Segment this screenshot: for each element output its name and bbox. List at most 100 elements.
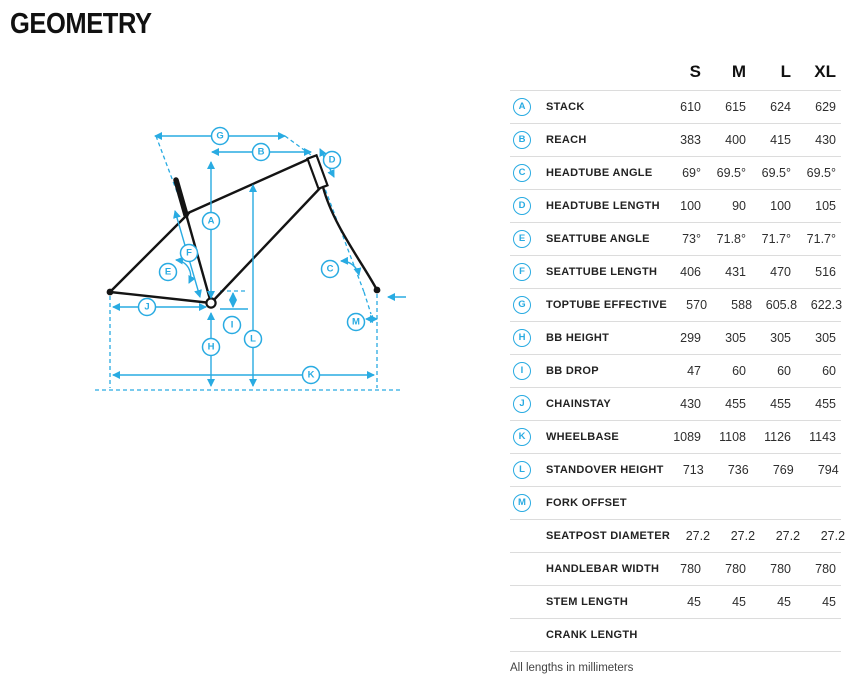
row-badge-cell: K: [510, 428, 546, 446]
row-value-s: 383: [680, 133, 701, 147]
row-value-xl: 71.7°: [806, 232, 836, 246]
row-value-l: 624: [770, 100, 791, 114]
table-row: SEATPOST DIAMETER 27.2 27.2 27.2 27.2: [510, 519, 845, 552]
row-badge-cell: C: [510, 164, 546, 182]
row-value-m: 1108: [719, 430, 746, 444]
row-value-l: 415: [770, 133, 791, 147]
diagram-label-d-text: D: [329, 155, 336, 166]
table-header-row: S M L XL: [510, 54, 841, 90]
row-value-s: 47: [687, 364, 701, 378]
chainstay-tube: [108, 290, 213, 305]
row-letter: M: [518, 497, 526, 509]
row-value-l: 305: [770, 331, 791, 345]
row-value-m: 45: [732, 595, 746, 609]
row-label: BB HEIGHT: [546, 332, 610, 344]
row-label: SEATTUBE LENGTH: [546, 266, 658, 278]
diagram-label-e: E: [158, 262, 178, 282]
row-value-xl: 69.5°: [806, 166, 836, 180]
fork-blade: [321, 185, 379, 292]
diagram-label-j: J: [137, 297, 157, 317]
row-value-s: 1089: [673, 430, 701, 444]
row-letter: F: [519, 266, 525, 278]
row-label: STANDOVER HEIGHT: [546, 464, 664, 476]
row-value-l: 455: [770, 397, 791, 411]
row-value-s: 406: [680, 265, 701, 279]
diagram-label-i-text: I: [231, 320, 234, 331]
headtube-angle-arc: [340, 256, 362, 276]
table-row: H BB HEIGHT 299 305 305 305: [510, 321, 841, 354]
diagram-label-e-text: E: [165, 267, 171, 278]
diagram-label-a-text: A: [208, 216, 215, 227]
toptube-guide: [284, 135, 312, 156]
seatstay-tube: [108, 211, 191, 294]
row-badge-cell: G: [510, 296, 546, 314]
row-value-l: 45: [777, 595, 791, 609]
row-value-xl: 305: [815, 331, 836, 345]
row-letter-badge: F: [513, 263, 531, 281]
table-row: C HEADTUBE ANGLE 69° 69.5° 69.5° 69.5°: [510, 156, 841, 189]
row-value-m: 588: [731, 298, 753, 312]
row-value-m: 455: [725, 397, 746, 411]
row-value-xl: 629: [815, 100, 836, 114]
row-value-m: 431: [725, 265, 746, 279]
row-value-m: 90: [732, 199, 746, 213]
row-badge-cell: [510, 527, 546, 545]
row-value-s: 570: [686, 298, 708, 312]
diagram-label-k: K: [301, 365, 321, 385]
geometry-table: S M L XL A STACK 610 615 624 629 B REACH…: [510, 54, 845, 674]
seattube-angle-arc: [175, 256, 196, 284]
row-badge-cell: L: [510, 461, 546, 479]
diagram-label-f: F: [179, 243, 199, 263]
table-row: K WHEELBASE 1089 1108 1126 1143: [510, 420, 841, 453]
row-letter-badge: I: [513, 362, 531, 380]
table-row: D HEADTUBE LENGTH 100 90 100 105: [510, 189, 841, 222]
row-label: WHEELBASE: [546, 431, 619, 443]
top-tube: [186, 156, 313, 215]
row-badge-cell: E: [510, 230, 546, 248]
row-badge-cell: B: [510, 131, 546, 149]
diagram-label-h-text: H: [208, 342, 215, 353]
row-value-m: 27.2: [730, 529, 756, 543]
row-value-s: 610: [680, 100, 701, 114]
row-label: REACH: [546, 134, 587, 146]
diagram-badges: A B C D E F G H I: [137, 126, 366, 385]
diagram-label-k-text: K: [308, 370, 315, 381]
row-label: SEATTUBE ANGLE: [546, 233, 650, 245]
diagram-label-d: D: [322, 150, 342, 170]
row-value-l: 769: [772, 463, 794, 477]
row-value-l: 69.5°: [761, 166, 791, 180]
table-row: B REACH 383 400 415 430: [510, 123, 841, 156]
row-label: CRANK LENGTH: [546, 629, 638, 641]
row-letter-badge: E: [513, 230, 531, 248]
row-value-m: 60: [732, 364, 746, 378]
column-header-s: S: [689, 62, 701, 81]
table-row: E SEATTUBE ANGLE 73° 71.8° 71.7° 71.7°: [510, 222, 841, 255]
row-value-xl: 1143: [809, 430, 836, 444]
diagram-label-c-text: C: [327, 264, 334, 275]
row-value-s: 713: [682, 463, 704, 477]
table-row: J CHAINSTAY 430 455 455 455: [510, 387, 841, 420]
row-value-l: 27.2: [775, 529, 801, 543]
row-letter: J: [519, 398, 525, 410]
table-row: M FORK OFFSET: [510, 486, 841, 519]
row-badge-cell: J: [510, 395, 546, 413]
row-badge-cell: M: [510, 494, 546, 512]
row-letter-badge: D: [513, 197, 531, 215]
row-label: BB DROP: [546, 365, 599, 377]
row-value-s: 299: [680, 331, 701, 345]
row-value-xl: 516: [815, 265, 836, 279]
diagram-label-l: L: [243, 329, 263, 349]
column-header-m: M: [731, 62, 746, 81]
row-letter: D: [518, 200, 526, 212]
row-value-xl: 780: [815, 562, 836, 576]
row-value-l: 780: [770, 562, 791, 576]
row-value-xl: 794: [817, 463, 839, 477]
row-letter-badge: H: [513, 329, 531, 347]
row-letter: K: [518, 431, 526, 443]
table-row: F SEATTUBE LENGTH 406 431 470 516: [510, 255, 841, 288]
row-value-xl: 27.2: [820, 529, 846, 543]
row-value-m: 400: [725, 133, 746, 147]
row-badge-cell: [510, 560, 546, 578]
diagram-label-g: G: [210, 126, 230, 146]
row-label: STACK: [546, 101, 585, 113]
